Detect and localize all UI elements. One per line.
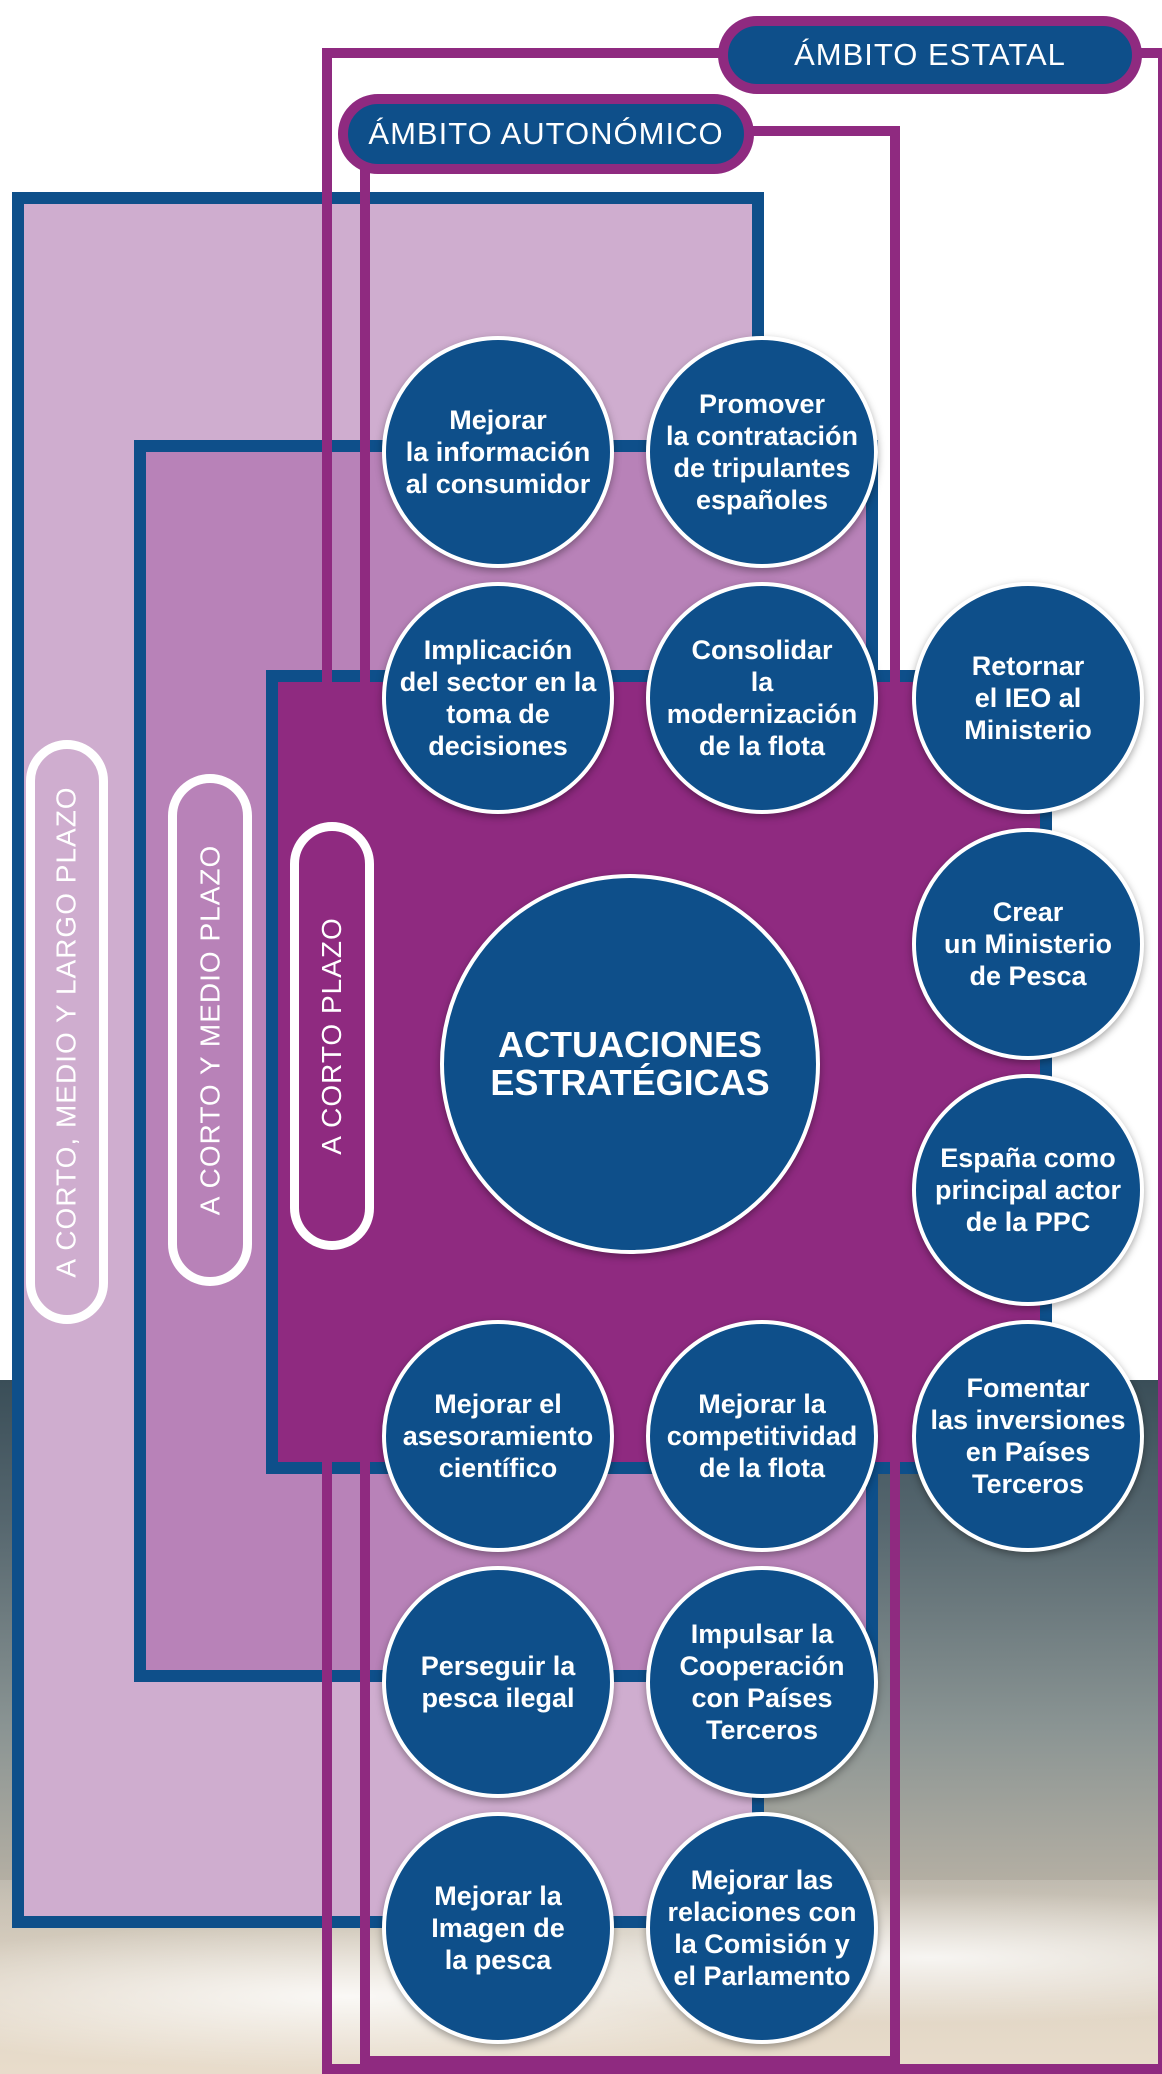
action-node: Mejorar el asesoramiento científico bbox=[382, 1320, 614, 1552]
action-node: Retornar el IEO al Ministerio bbox=[912, 582, 1144, 814]
action-node: Perseguir la pesca ilegal bbox=[382, 1566, 614, 1798]
action-node: Mejorar la información al consumidor bbox=[382, 336, 614, 568]
central-node-label: ACTUACIONES ESTRATÉGICAS bbox=[490, 1024, 770, 1103]
timeframe-long-term-label: A CORTO, MEDIO Y LARGO PLAZO bbox=[26, 740, 108, 1324]
timeframe-medium-term-label: A CORTO Y MEDIO PLAZO bbox=[168, 774, 252, 1286]
action-node: Impulsar la Cooperación con Países Terce… bbox=[646, 1566, 878, 1798]
action-node: Crear un Ministerio de Pesca bbox=[912, 828, 1144, 1060]
action-node: España como principal actor de la PPC bbox=[912, 1074, 1144, 1306]
action-node: Mejorar la Imagen de la pesca bbox=[382, 1812, 614, 2044]
scope-state-label: ÁMBITO ESTATAL bbox=[718, 16, 1142, 94]
action-node: Mejorar las relaciones con la Comisión y… bbox=[646, 1812, 878, 2044]
scope-regional-label: ÁMBITO AUTONÓMICO bbox=[338, 94, 754, 174]
action-node: Consolidar la modernización de la flota bbox=[646, 582, 878, 814]
action-node: Mejorar la competitividad de la flota bbox=[646, 1320, 878, 1552]
central-node: ACTUACIONES ESTRATÉGICAS bbox=[440, 874, 820, 1254]
action-node: Promover la contratación de tripulantes … bbox=[646, 336, 878, 568]
action-node: Implicación del sector en la toma de dec… bbox=[382, 582, 614, 814]
timeframe-short-term-label: A CORTO PLAZO bbox=[290, 822, 374, 1250]
action-node: Fomentar las inversiones en Países Terce… bbox=[912, 1320, 1144, 1552]
